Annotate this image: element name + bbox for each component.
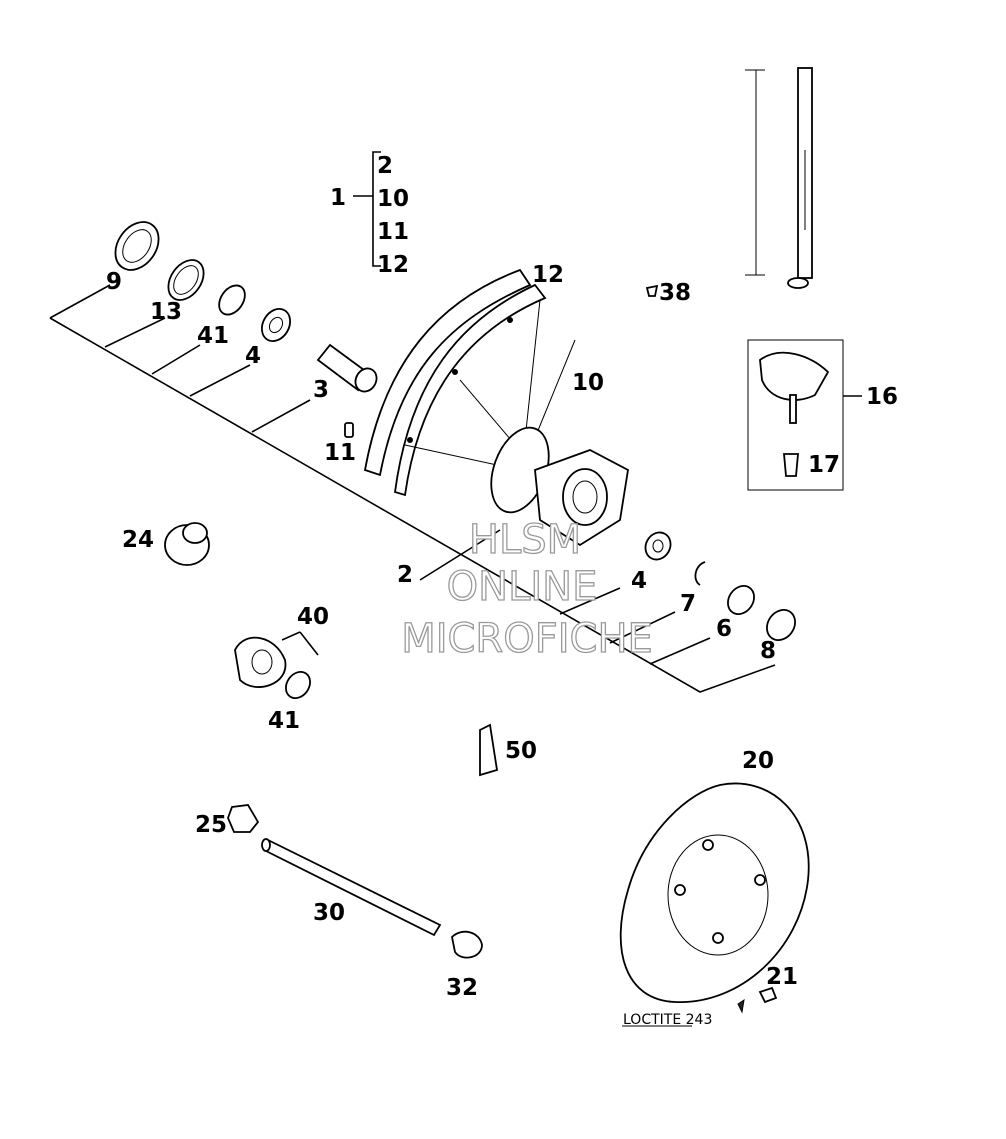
callout-9: 9 [106, 269, 122, 295]
inner-tube [745, 67, 813, 289]
spacer-8 [766, 609, 796, 641]
callout-50: 50 [505, 738, 537, 764]
nipple-11 [344, 422, 354, 438]
leader-40b [299, 631, 319, 656]
callout-1-item-10: 10 [377, 186, 409, 212]
spacer-tube-3 [316, 343, 378, 393]
brake-disc-20 [619, 782, 810, 1003]
callout-1-item-12: 12 [377, 252, 409, 278]
leader-4 [189, 364, 251, 397]
callout-10: 10 [572, 370, 604, 396]
assembly-axis-line [49, 317, 776, 693]
callout-2: 2 [397, 562, 413, 588]
watermark-line-2: ONLINE [447, 564, 598, 610]
callout-41b: 41 [268, 708, 300, 734]
callout-16: 16 [866, 384, 898, 410]
leader-2 [419, 529, 501, 581]
callout-3: 3 [313, 377, 329, 403]
leader-13 [104, 317, 166, 348]
valve-50 [479, 723, 499, 777]
leader-9 [49, 284, 111, 319]
leader-7 [609, 611, 676, 644]
circlip-41b [285, 671, 311, 699]
nut-17 [783, 453, 799, 477]
valve-cap-38 [645, 284, 659, 297]
callout-25: 25 [195, 812, 227, 838]
leader-6 [649, 637, 711, 665]
axle-nut-25 [227, 804, 260, 833]
callout-38: 38 [659, 280, 691, 306]
callout-30: 30 [313, 900, 345, 926]
tire-9-inner [122, 229, 152, 263]
circlip-7 [694, 561, 706, 586]
leader-3 [251, 399, 311, 433]
callout-13: 13 [150, 299, 182, 325]
callout-21: 21 [766, 964, 798, 990]
leader-41 [151, 344, 201, 375]
callout-4b: 4 [631, 568, 647, 594]
bearing-4-inner [268, 316, 284, 334]
rim-12 [363, 268, 547, 497]
callout-6: 6 [716, 616, 732, 642]
bolt-21 [758, 986, 778, 1004]
hub-2 [490, 426, 629, 547]
circlip-41 [218, 284, 246, 316]
watermark-line-1: HLSM [469, 517, 581, 563]
bearing-4b-inner [652, 539, 664, 553]
speedo-housing-40 [234, 636, 287, 688]
callout-8: 8 [760, 638, 776, 664]
callout-40: 40 [297, 604, 329, 630]
loctite-note: LOCTITE 243 [623, 1012, 712, 1028]
speedo-drive-24 [164, 522, 210, 566]
ring-13-inner [173, 265, 199, 295]
rim-lock-16 [759, 351, 830, 401]
bearing-4 [260, 308, 292, 342]
watermark-line-3: MICROFICHE [401, 616, 653, 662]
callout-1-item-11: 11 [377, 219, 409, 245]
callout-11: 11 [324, 440, 356, 466]
callout-12: 12 [532, 262, 564, 288]
leader-40a [281, 631, 301, 641]
tire-9 [114, 221, 160, 271]
parts-box-16-17 [747, 339, 844, 491]
callout-1-item-2: 2 [377, 153, 393, 179]
leader-4b [559, 587, 621, 615]
bracket-1 [372, 151, 381, 267]
ring-13 [167, 259, 205, 301]
callout-7: 7 [680, 591, 696, 617]
bearing-4b [644, 531, 672, 561]
axle-nut-32 [451, 930, 483, 959]
seal-6 [727, 585, 755, 615]
loctite-drop [737, 998, 745, 1014]
callout-20: 20 [742, 748, 774, 774]
callout-41a: 41 [197, 323, 229, 349]
axle-30 [261, 838, 442, 937]
callout-24: 24 [122, 527, 154, 553]
callout-4a: 4 [245, 343, 261, 369]
rim-lock-stem [789, 394, 797, 424]
callout-17: 17 [808, 452, 840, 478]
callout-1: 1 [330, 185, 346, 211]
callout-32: 32 [446, 975, 478, 1001]
